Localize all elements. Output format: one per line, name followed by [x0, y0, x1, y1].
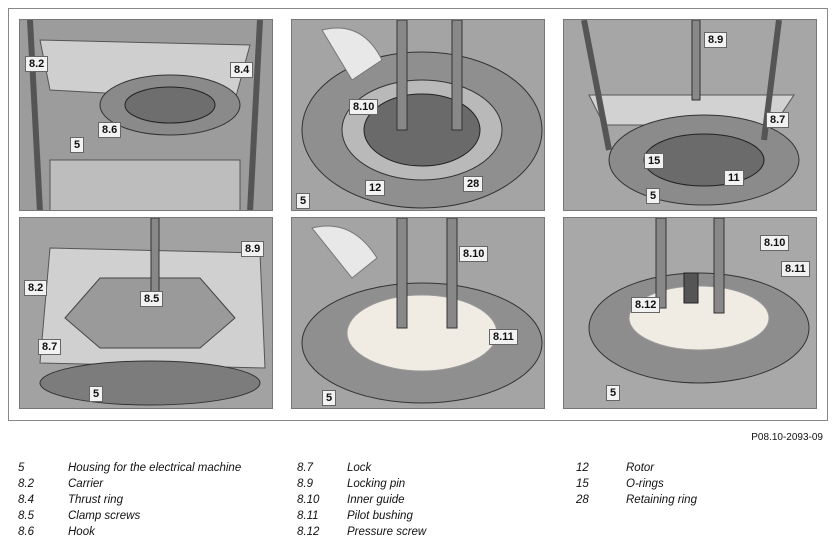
legend-row: 8.12 Pressure screw: [297, 526, 426, 542]
legend-text: Pressure screw: [347, 526, 427, 538]
callout-8-10: 8.10: [760, 235, 790, 251]
callout-5: 5: [89, 386, 104, 402]
photo-panel-3: 8.9 8.7 15 11 5: [563, 19, 817, 211]
callout-15: 15: [644, 153, 665, 169]
legend-text: Thrust ring: [68, 494, 123, 506]
callout-8-12: 8.12: [631, 297, 661, 313]
legend-number: 8.2: [18, 478, 34, 490]
callout-5: 5: [322, 390, 337, 406]
legend-column-3: 12 Rotor 15 O-rings 28 Retaining ring: [576, 462, 697, 510]
callout-8-4: 8.4: [230, 62, 254, 78]
legend-number: 8.5: [18, 510, 34, 522]
photo-panel-4: 8.9 8.2 8.5 8.7 5: [19, 217, 273, 409]
photo-panel-2: 8.10 12 28 5: [291, 19, 545, 211]
legend-text: O-rings: [626, 478, 664, 490]
legend-text: Locking pin: [347, 478, 406, 490]
legend-row: 8.9 Locking pin: [297, 478, 426, 494]
callout-8-9: 8.9: [241, 241, 265, 257]
legend-text: Inner guide: [347, 494, 405, 506]
photo-panel-6: 8.10 8.11 8.12 5: [563, 217, 817, 409]
callout-8-11: 8.11: [781, 261, 810, 277]
legend-text: Carrier: [68, 478, 104, 490]
legend-number: 8.4: [18, 494, 34, 506]
legend-text: Clamp screws: [68, 510, 141, 522]
legend-number: 12: [576, 462, 589, 474]
photo-5-drawing: [292, 218, 544, 408]
legend-number: 8.6: [18, 526, 34, 538]
legend-row: 8.11 Pilot bushing: [297, 510, 426, 526]
legend-text: Hook: [68, 526, 95, 538]
callout-5: 5: [70, 137, 85, 153]
legend-column-2: 8.7 Lock 8.9 Locking pin 8.10 Inner guide 8…: [297, 462, 426, 542]
callout-5: 5: [606, 385, 621, 401]
callout-5: 5: [296, 193, 311, 209]
callout-8-2: 8.2: [24, 280, 48, 296]
callout-8-7: 8.7: [38, 339, 62, 355]
callout-11: 11: [724, 170, 744, 186]
callout-8-9: 8.9: [704, 32, 728, 48]
photo-4-drawing: [20, 218, 272, 408]
photo-2-drawing: [292, 20, 544, 210]
callout-28: 28: [463, 176, 484, 192]
legend-row: 8.2 Carrier: [18, 478, 241, 494]
callout-12: 12: [365, 180, 386, 196]
legend-number: 15: [576, 478, 589, 490]
legend-row: 8.4 Thrust ring: [18, 494, 241, 510]
photo-3-drawing: [564, 20, 816, 210]
legend-row: 8.7 Lock: [297, 462, 426, 478]
legend-row: 5 Housing for the electrical machine: [18, 462, 241, 478]
legend-text: Pilot bushing: [347, 510, 413, 522]
legend-row: 28 Retaining ring: [576, 494, 697, 510]
photo-panel-5: 8.10 8.11 5: [291, 217, 545, 409]
callout-8-10: 8.10: [349, 99, 379, 115]
legend-number: 8.7: [297, 462, 313, 474]
callout-5: 5: [646, 188, 661, 204]
callout-8-6: 8.6: [98, 122, 122, 138]
legend-row: 8.5 Clamp screws: [18, 510, 241, 526]
legend-text: Retaining ring: [626, 494, 697, 506]
legend-text: Housing for the electrical machine: [68, 462, 242, 474]
callout-8-5: 8.5: [140, 291, 164, 307]
legend-number: 8.10: [297, 494, 320, 506]
reference-number: P08.10-2093-09: [751, 432, 823, 443]
photo-1-drawing: [20, 20, 272, 210]
legend-number: 28: [576, 494, 589, 506]
legend-row: 8.10 Inner guide: [297, 494, 426, 510]
legend-number: 5: [18, 462, 25, 474]
legend-row: 12 Rotor: [576, 462, 697, 478]
legend-number: 8.12: [297, 526, 320, 538]
callout-8-10: 8.10: [459, 246, 489, 262]
legend-text: Rotor: [626, 462, 655, 474]
legend-row: 15 O-rings: [576, 478, 697, 494]
legend-text: Lock: [347, 462, 372, 474]
photo-panel-1: 8.2 8.4 8.6 5: [19, 19, 273, 211]
callout-8-2: 8.2: [25, 56, 49, 72]
legend-number: 8.9: [297, 478, 313, 490]
legend-number: 8.11: [297, 510, 319, 522]
callout-8-11: 8.11: [489, 329, 518, 345]
legend-row: 8.6 Hook: [18, 526, 241, 542]
callout-8-7: 8.7: [766, 112, 790, 128]
